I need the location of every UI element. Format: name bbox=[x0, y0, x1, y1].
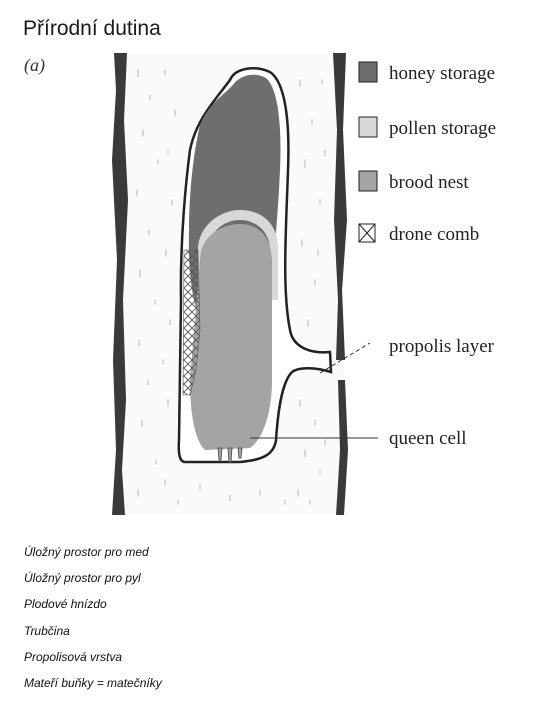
legend-swatch-brood bbox=[358, 170, 378, 192]
legend-item-pollen-storage: pollen storage bbox=[358, 116, 496, 139]
legend-label-pollen-storage: pollen storage bbox=[389, 118, 496, 139]
note-propolis-layer: Propolisová vrstva bbox=[24, 649, 123, 664]
legend-item-honey-storage: honey storage bbox=[358, 61, 495, 84]
trunk-left-bark bbox=[112, 53, 128, 515]
page-title: Přírodní dutina bbox=[23, 17, 161, 40]
note-honey-storage: Úložný prostor pro med bbox=[24, 545, 149, 559]
queen-cells bbox=[217, 447, 243, 463]
note-drone-comb: Trubčina bbox=[24, 623, 70, 638]
legend-label-brood-nest: brood nest bbox=[389, 172, 469, 193]
callout-queen-cell: queen cell bbox=[389, 428, 467, 449]
legend-item-drone-comb: drone comb bbox=[358, 223, 479, 245]
legend-label-honey-storage: honey storage bbox=[389, 63, 495, 84]
drone-comb-region bbox=[182, 249, 201, 396]
legend-item-brood-nest: brood nest bbox=[358, 170, 469, 193]
legend-swatch-pollen bbox=[358, 116, 378, 138]
trunk-right-bark bbox=[333, 53, 347, 360]
note-pollen-storage: Úložný prostor pro pyl bbox=[24, 571, 141, 586]
brood-nest-region bbox=[190, 224, 272, 450]
note-brood-nest: Plodové hnízdo bbox=[24, 597, 107, 612]
panel-label: (a) bbox=[24, 55, 45, 75]
note-queen-cells: Mateří buňky = matečníky bbox=[24, 675, 162, 690]
translation-notes: Úložný prostor pro med Úložný prostor pr… bbox=[24, 539, 162, 696]
legend: honey storage pollen storage brood nest … bbox=[358, 61, 496, 245]
legend-swatch-honey bbox=[358, 61, 378, 83]
trunk-right-bark-lower bbox=[336, 380, 348, 515]
propolis-leader-line bbox=[319, 342, 371, 374]
callout-propolis-layer: propolis layer bbox=[389, 336, 495, 357]
legend-label-drone-comb: drone comb bbox=[389, 224, 479, 245]
